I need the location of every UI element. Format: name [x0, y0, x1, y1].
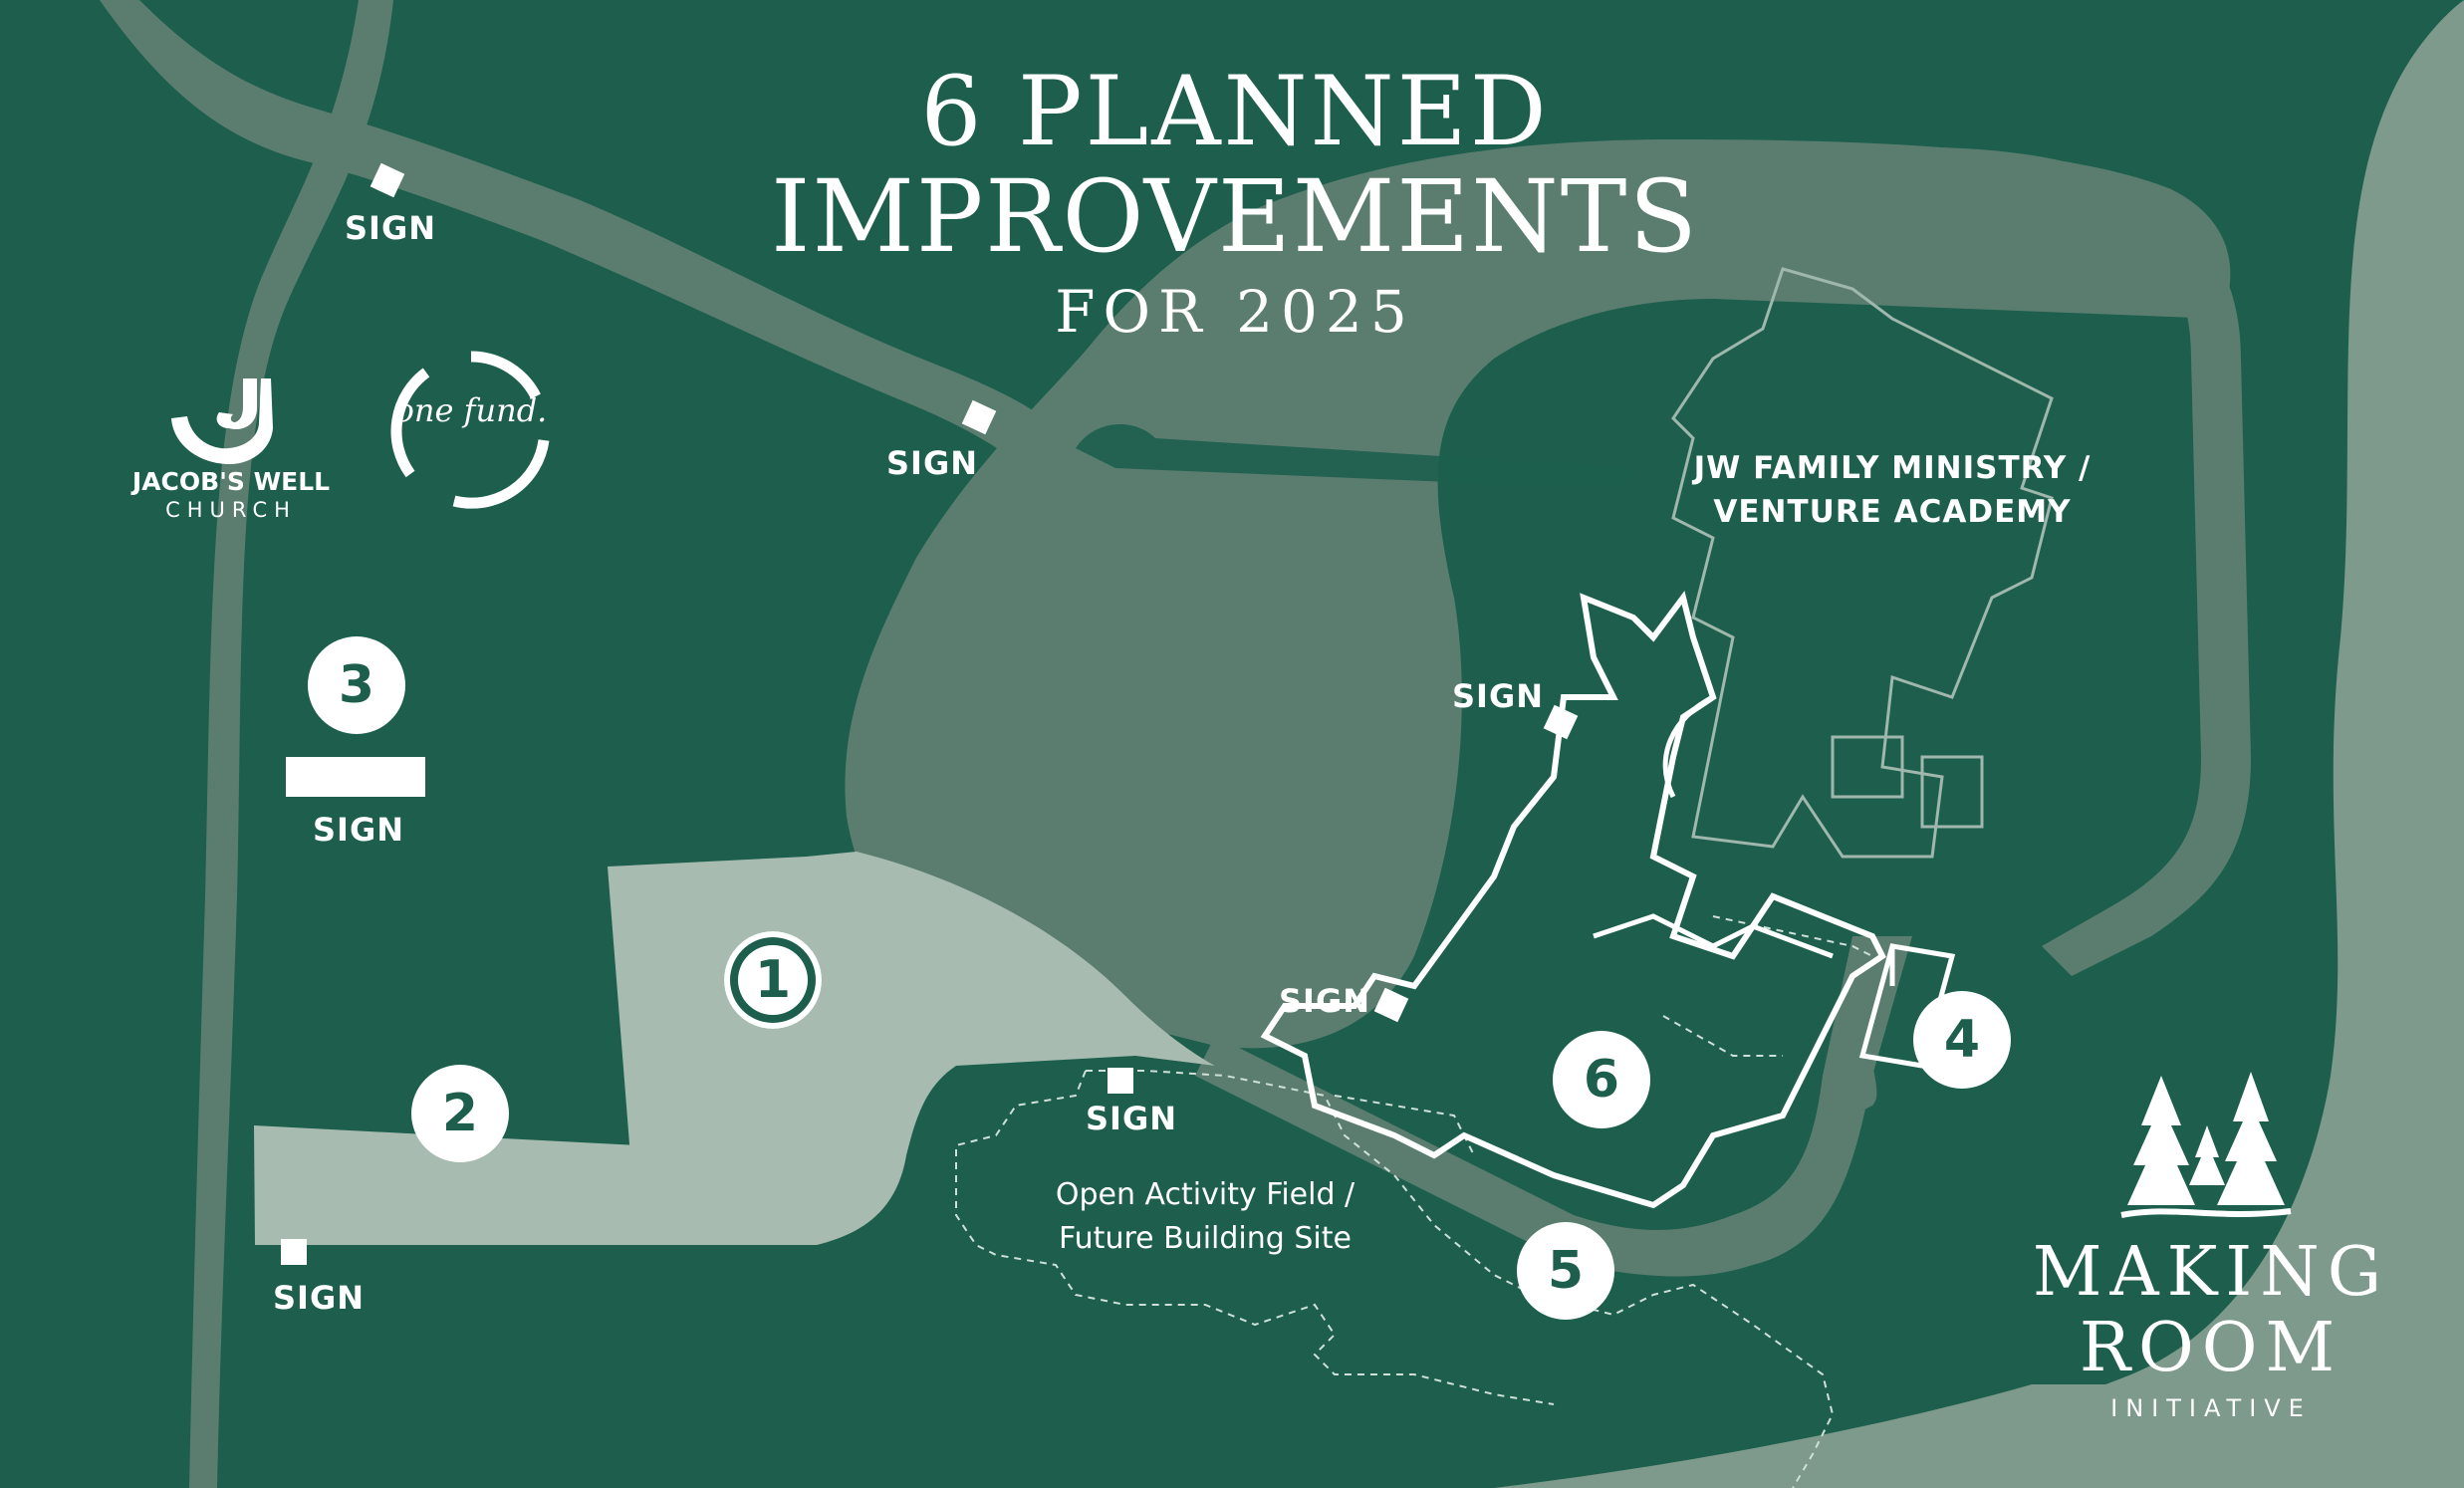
building-annex-2 — [1920, 755, 1984, 829]
road-drive-curve — [1843, 1056, 1877, 1116]
improvement-marker-4[interactable]: 4 — [1913, 991, 2011, 1089]
main-building-wing — [1593, 913, 1834, 959]
improvement-marker-2[interactable]: 2 — [411, 1065, 509, 1162]
road-right-drive — [1195, 936, 1912, 1277]
title-line-2: IMPROVEMENTS — [770, 158, 1699, 275]
new-entry-road — [254, 1125, 637, 1245]
jacobs-well-logo: JACOB'S WELL CHURCH — [112, 339, 351, 522]
sign-marker-field — [1108, 1068, 1133, 1094]
family-ministry-building — [1671, 267, 2054, 859]
improvement-marker-3[interactable]: 3 — [308, 636, 405, 734]
parking-fan — [845, 139, 2231, 1049]
sign-label-bottom-left: SIGN — [273, 1279, 365, 1317]
road-top-left — [100, 0, 1056, 468]
field-line-1: Open Activity Field / — [1055, 1177, 1355, 1212]
one-fund-text: one fund. — [394, 391, 548, 429]
one-fund-logo: one fund. — [386, 345, 556, 514]
family-ministry-line-1: JW FAMILY MINISTRY / — [1693, 450, 2092, 486]
sign-label-field: SIGN — [1086, 1100, 1177, 1137]
main-building-arc — [1662, 694, 1715, 799]
sign-marker-bottom-left — [281, 1239, 307, 1265]
church-name: JACOB'S WELL — [131, 467, 331, 496]
title-block: 6 PLANNED IMPROVEMENTS FOR 2025 — [697, 60, 1773, 347]
sign-label-top-mid: SIGN — [886, 444, 978, 482]
one-fund-ring-icon — [390, 351, 550, 509]
making-room-line-2: ROOM — [2079, 1309, 2343, 1387]
main-building-outline — [1260, 591, 1886, 1209]
sign-label-right-building: SIGN — [1452, 677, 1544, 715]
outer-land — [1753, 0, 2464, 1488]
church-sub: CHURCH — [165, 498, 297, 522]
improvement-marker-5[interactable]: 5 — [1517, 1222, 1614, 1320]
field-outline-2 — [1334, 915, 1873, 1156]
title-line-1: 6 PLANNED — [920, 56, 1550, 167]
field-label: Open Activity Field / Future Building Si… — [1056, 1173, 1355, 1261]
sign-label-lower-mid: SIGN — [1279, 982, 1370, 1020]
sign-marker-large — [286, 757, 425, 797]
making-room-line-1: MAKING — [2032, 1233, 2390, 1312]
building-annex-1 — [1831, 735, 1904, 799]
sign-label-top-left: SIGN — [345, 209, 436, 247]
outer-land-bottom — [1494, 1384, 2464, 1488]
family-ministry-label: JW FAMILY MINISTRY / VENTURE ACADEMY — [1694, 446, 2092, 534]
jacobs-well-icon — [171, 378, 273, 464]
island-2 — [1076, 424, 1633, 488]
pine-trees-icon — [2120, 1072, 2292, 1218]
sign-label-large: SIGN — [313, 811, 404, 849]
title-line-3: FOR 2025 — [1055, 278, 1415, 346]
island-1 — [1460, 550, 1554, 670]
making-room-logo: MAKING ROOM INITIATIVE — [2002, 1233, 2420, 1423]
family-ministry-line-2: VENTURE ACADEMY — [1713, 494, 2072, 530]
field-line-2: Future Building Site — [1059, 1221, 1352, 1256]
improvement-marker-6[interactable]: 6 — [1553, 1031, 1650, 1128]
road-left — [189, 0, 393, 1488]
making-room-line-3: INITIATIVE — [2110, 1394, 2312, 1422]
improvement-marker-1[interactable]: 1 — [724, 931, 822, 1029]
road-ring — [1693, 146, 2251, 976]
